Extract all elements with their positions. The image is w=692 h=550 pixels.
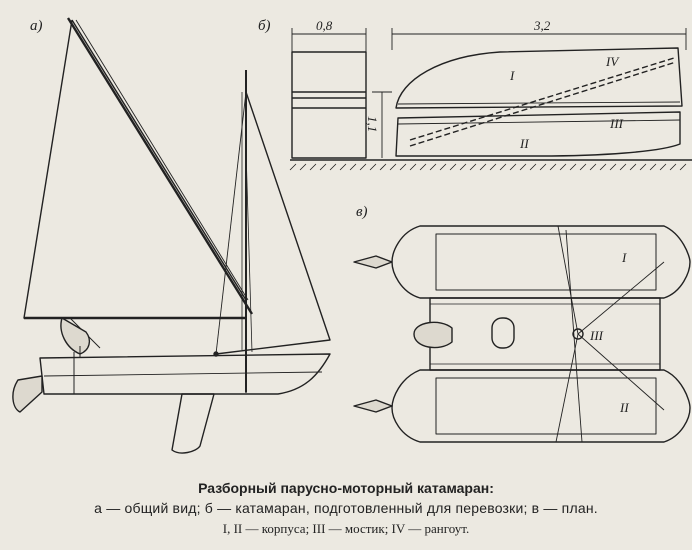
caption-title: Разборный парусно-моторный катамаран: (198, 480, 494, 496)
caption-legend-parts: I, II — корпуса; III — мостик; IV — ранг… (222, 521, 470, 536)
general-view: а) (12, 17, 331, 454)
rudder-plan-2 (353, 399, 393, 413)
panel-label-b: б) (258, 18, 271, 34)
hull-2-side (395, 111, 681, 157)
transport-view: б) 0,8 1,1 3,2 (258, 18, 692, 171)
stowed-rigging (409, 61, 677, 147)
motor-plan (413, 321, 453, 349)
dimension-width: 0,8 (316, 18, 333, 33)
label-hull-1-transport: I (509, 68, 515, 83)
plan-view: в) I II III (353, 204, 691, 443)
mast-plan (572, 328, 584, 340)
centerboard (171, 393, 215, 454)
hull-side-view (39, 353, 331, 395)
hull-1-plan (391, 225, 691, 299)
hull-1-side (395, 47, 683, 109)
rudder-plan-1 (353, 255, 393, 269)
hull-2-plan (391, 369, 691, 443)
label-rigging: IV (605, 54, 620, 69)
label-bridge-transport: III (609, 116, 624, 131)
main-sail (23, 19, 247, 319)
bridge-deck (429, 297, 661, 371)
hatch (491, 317, 515, 349)
dimension-height: 1,1 (365, 116, 380, 132)
rudder (12, 375, 43, 413)
label-bridge-plan: III (589, 328, 604, 343)
label-hull-2-transport: II (519, 136, 529, 151)
yard (66, 17, 254, 315)
catamaran-technical-drawing: а) (12, 17, 692, 454)
label-hull-2-plan: II (619, 400, 629, 415)
end-view-stack (291, 51, 367, 159)
panel-label-v: в) (356, 204, 368, 220)
label-hull-1-plan: I (621, 250, 627, 265)
figure-caption: Разборный парусно-моторный катамаран: а … (0, 478, 692, 540)
dimension-length: 3,2 (533, 18, 551, 33)
caption-legend-views: а — общий вид; б — катамаран, подготовле… (94, 500, 598, 516)
jib (215, 91, 331, 355)
panel-label-a: а) (30, 18, 43, 34)
